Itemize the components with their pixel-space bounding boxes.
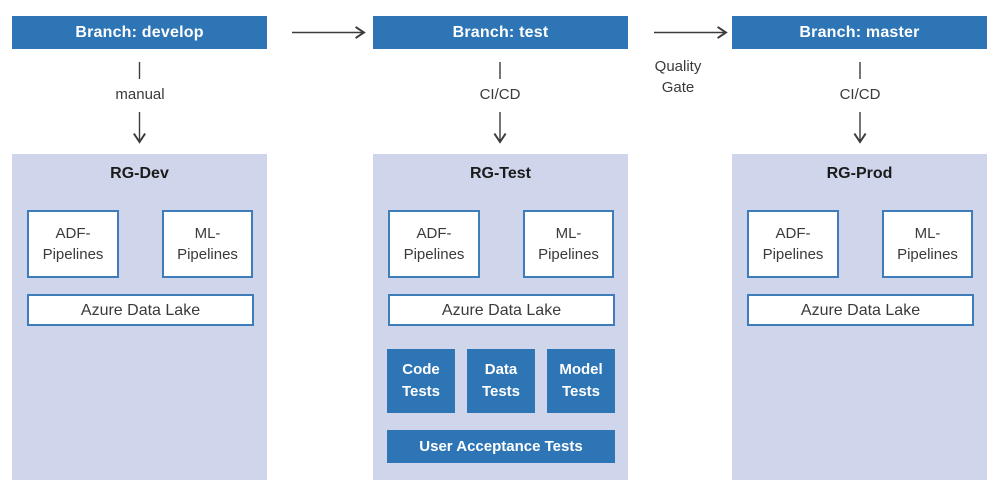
ml-pipelines-label: ML- <box>914 225 941 242</box>
resource-group-dev-panel: RG-Dev ADF- Pipelines ML- Pipelines Azur… <box>12 154 267 480</box>
quality-gate-label: Quality Gate <box>618 56 738 98</box>
ml-pipelines-box: ML- Pipelines <box>882 210 973 278</box>
user-acceptance-tests-box: User Acceptance Tests <box>387 430 615 463</box>
quality-gate-line2: Gate <box>661 79 695 96</box>
code-tests-box: Code Tests <box>387 349 455 413</box>
resource-group-test-panel: RG-Test ADF- Pipelines ML- Pipelines Azu… <box>373 154 628 480</box>
quality-gate-line1: Quality <box>654 58 702 75</box>
azure-data-lake-box: Azure Data Lake <box>747 294 974 326</box>
model-tests-box: Model Tests <box>547 349 615 413</box>
resource-group-dev-title: RG-Dev <box>110 165 169 182</box>
adf-pipelines-label: ADF- <box>775 225 811 242</box>
azure-data-lake-box: Azure Data Lake <box>388 294 615 326</box>
adf-pipelines-box: ADF- Pipelines <box>388 210 480 278</box>
adf-pipelines-label: ADF- <box>416 225 452 242</box>
adf-pipelines-label: ADF- <box>55 225 91 242</box>
adf-pipelines-box: ADF- Pipelines <box>747 210 839 278</box>
branch-node-develop: Branch: develop <box>12 16 267 49</box>
azure-data-lake-box: Azure Data Lake <box>27 294 254 326</box>
connector-label-cicd-master: CI/CD <box>839 86 881 103</box>
branch-node-test: Branch: test <box>373 16 628 49</box>
data-tests-box: Data Tests <box>467 349 535 413</box>
resource-group-prod-panel: RG-Prod ADF- Pipelines ML- Pipelines Azu… <box>732 154 987 480</box>
resource-group-test-title: RG-Test <box>469 165 532 182</box>
adf-pipelines-box: ADF- Pipelines <box>27 210 119 278</box>
branch-node-master: Branch: master <box>732 16 987 49</box>
connector-label-manual: manual <box>115 86 165 103</box>
connector-label-cicd-test: CI/CD <box>479 86 521 103</box>
ml-pipelines-box: ML- Pipelines <box>523 210 614 278</box>
ml-pipelines-label: ML- <box>555 225 582 242</box>
ml-pipelines-box: ML- Pipelines <box>162 210 253 278</box>
ml-pipelines-label: ML- <box>194 225 221 242</box>
resource-group-prod-title: RG-Prod <box>826 165 893 182</box>
